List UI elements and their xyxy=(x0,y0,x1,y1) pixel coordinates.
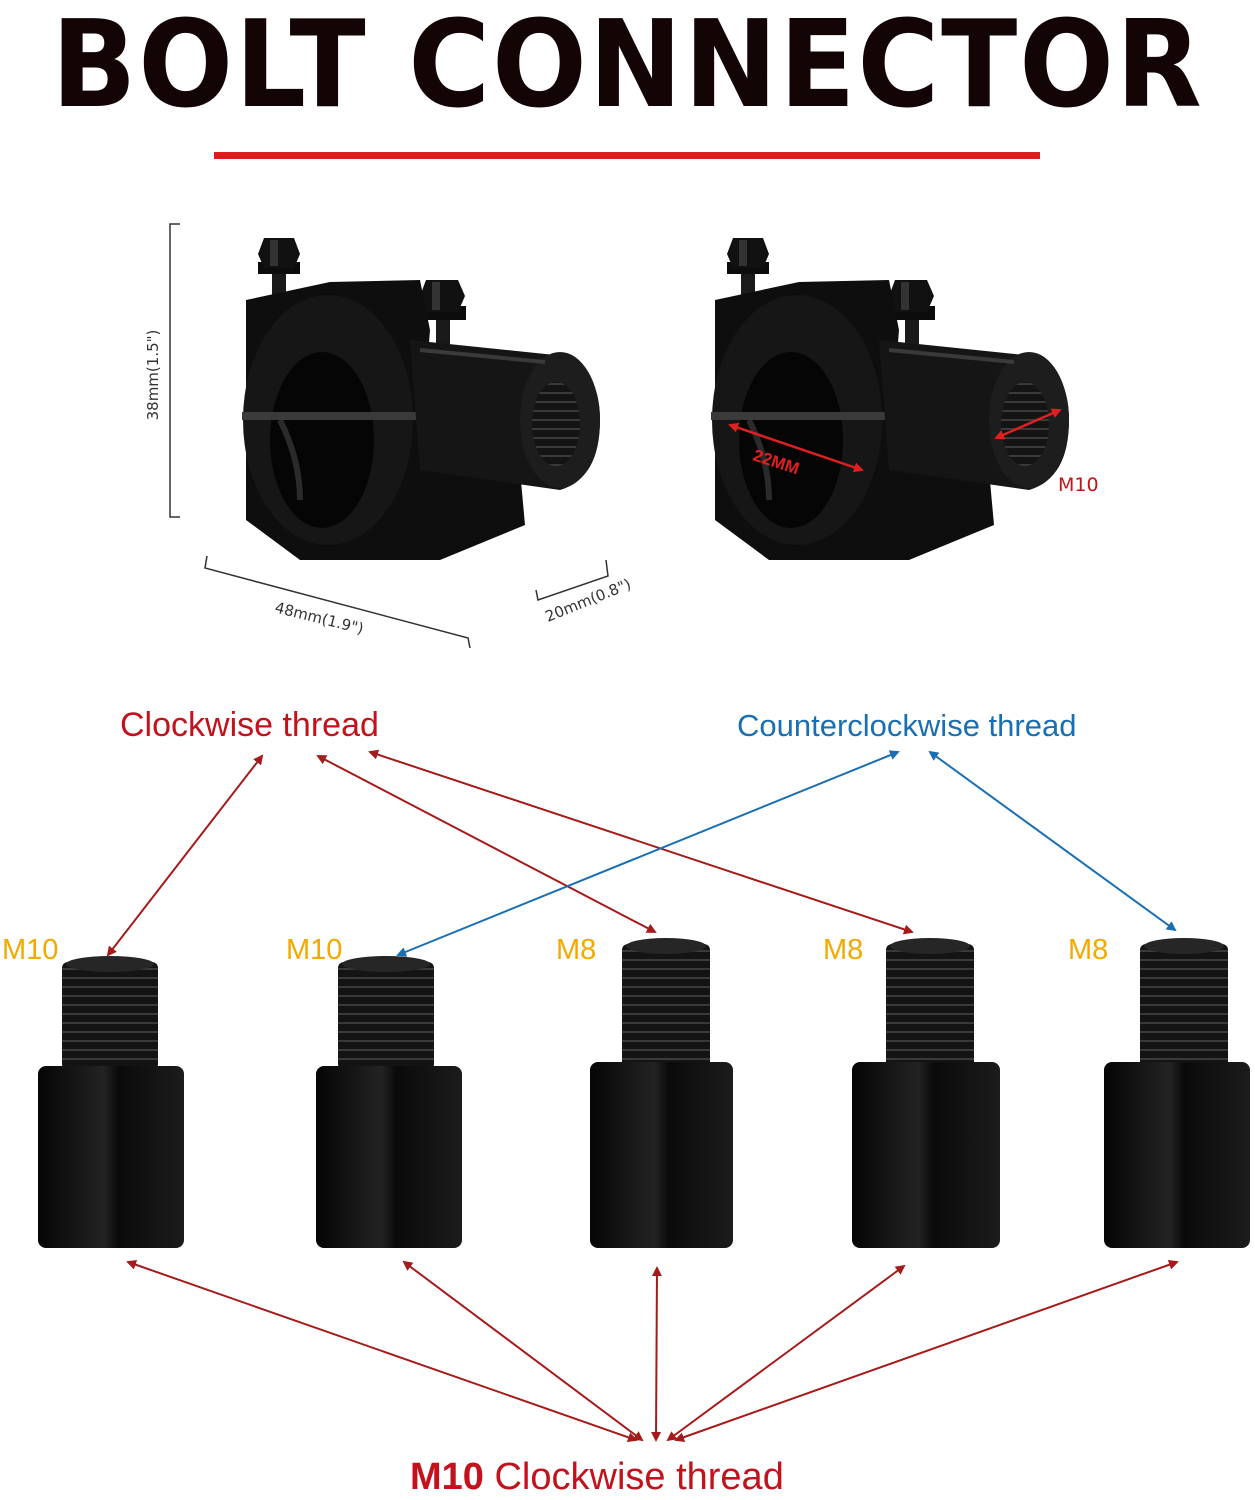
clockwise-arrows xyxy=(106,749,914,957)
adapter-m8-center xyxy=(590,938,733,1248)
adapter-m8-center-right xyxy=(852,938,1000,1248)
clamp-left xyxy=(242,238,600,560)
counterclockwise-thread-label: Counterclockwise thread xyxy=(737,708,1076,743)
clockwise-thread-label: Clockwise thread xyxy=(120,706,379,744)
page-title: BOLT CONNECTOR xyxy=(51,0,1204,135)
adapter-m10-center-left xyxy=(316,956,462,1248)
bottom-thread-arrows xyxy=(126,1259,1179,1443)
width-dimension xyxy=(204,555,471,649)
width-label: 48mm(1.9") xyxy=(273,598,365,637)
bottom-thread-text: Clockwise thread xyxy=(494,1456,783,1498)
title-underline xyxy=(214,152,1040,159)
height-label: 38mm(1.5") xyxy=(144,330,162,421)
adapter-size-label: M10 xyxy=(286,934,342,966)
clamp-right xyxy=(711,238,1069,560)
bottom-thread-size: M10 xyxy=(410,1456,484,1498)
adapter-m8-right xyxy=(1104,938,1250,1248)
bottom-thread-caption: M10 Clockwise thread xyxy=(410,1456,784,1498)
adapter-size-label: M10 xyxy=(2,934,58,966)
adapter-size-label: M8 xyxy=(556,934,596,966)
adapter-m10-left xyxy=(38,956,184,1248)
thread-size-label: M10 xyxy=(1058,474,1099,496)
counterclockwise-arrows xyxy=(396,750,1177,957)
adapter-size-label: M8 xyxy=(1068,934,1108,966)
depth-dimension xyxy=(535,559,609,601)
height-dimension xyxy=(169,223,180,518)
adapter-size-label: M8 xyxy=(823,934,863,966)
